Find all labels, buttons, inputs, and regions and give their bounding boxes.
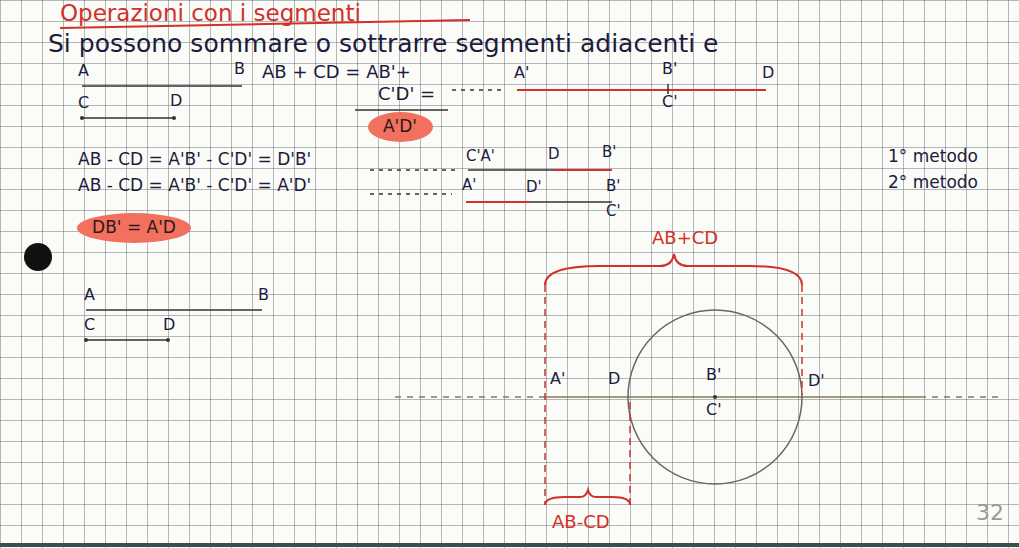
point-label: D [608,370,620,388]
point-label: AB - CD = A'B' - C'D' = A'D' [78,176,311,196]
highlight-text: DB' = A'D [92,218,176,238]
point-label: D [548,146,560,163]
point-label: AB - CD = A'B' - C'D' = D'B' [78,150,311,170]
point-label: D [163,316,175,334]
title: Operazioni con i segmenti [60,0,361,26]
highlight-ellipse: A'D' [368,112,433,142]
point-label: B' [606,178,620,195]
point-label: D' [808,372,825,390]
point-label: A' [462,177,476,194]
point-label: AB + CD = AB'+ [262,62,411,83]
point-label: D [762,64,774,82]
point-label: C' [706,401,722,419]
point-label: D' [526,179,542,196]
point-label: A' [550,370,565,388]
sum-line [355,109,448,111]
segment-ab [82,85,242,87]
point-label: Si possono sommare o sottrarre segmenti … [48,30,718,59]
point-label: C'D' = [378,84,435,105]
point-label: C [78,94,89,112]
point-label: B' [602,144,616,161]
highlight-ellipse: DB' = A'D [77,213,191,243]
bullet-dot [24,243,52,271]
point-label: C'A' [466,148,495,165]
point-label: A' [514,64,529,82]
point-label: AB-CD [552,512,610,533]
point-label: A [78,62,89,80]
point-label: C' [662,93,678,111]
segment-cd [82,117,174,119]
point-label: C' [606,203,621,220]
highlight-text: A'D' [383,117,417,137]
brace [545,254,802,285]
point-label: 2° metodo [888,173,978,193]
difference-segment [554,169,612,171]
sum-segment [517,89,766,91]
point-label: 32 [976,500,1004,525]
difference-segment [466,201,530,203]
point-label: B [234,60,245,78]
point-label: B [258,286,269,304]
brace [545,490,630,505]
point-label: B' [706,366,721,384]
point-label: 1° metodo [888,147,978,167]
point-label: AB+CD [652,228,718,249]
point-label: D [170,92,182,110]
point-label: A [84,286,95,304]
point-label: B' [662,60,677,78]
compass-circle [628,310,802,484]
point-label: C [84,316,95,334]
